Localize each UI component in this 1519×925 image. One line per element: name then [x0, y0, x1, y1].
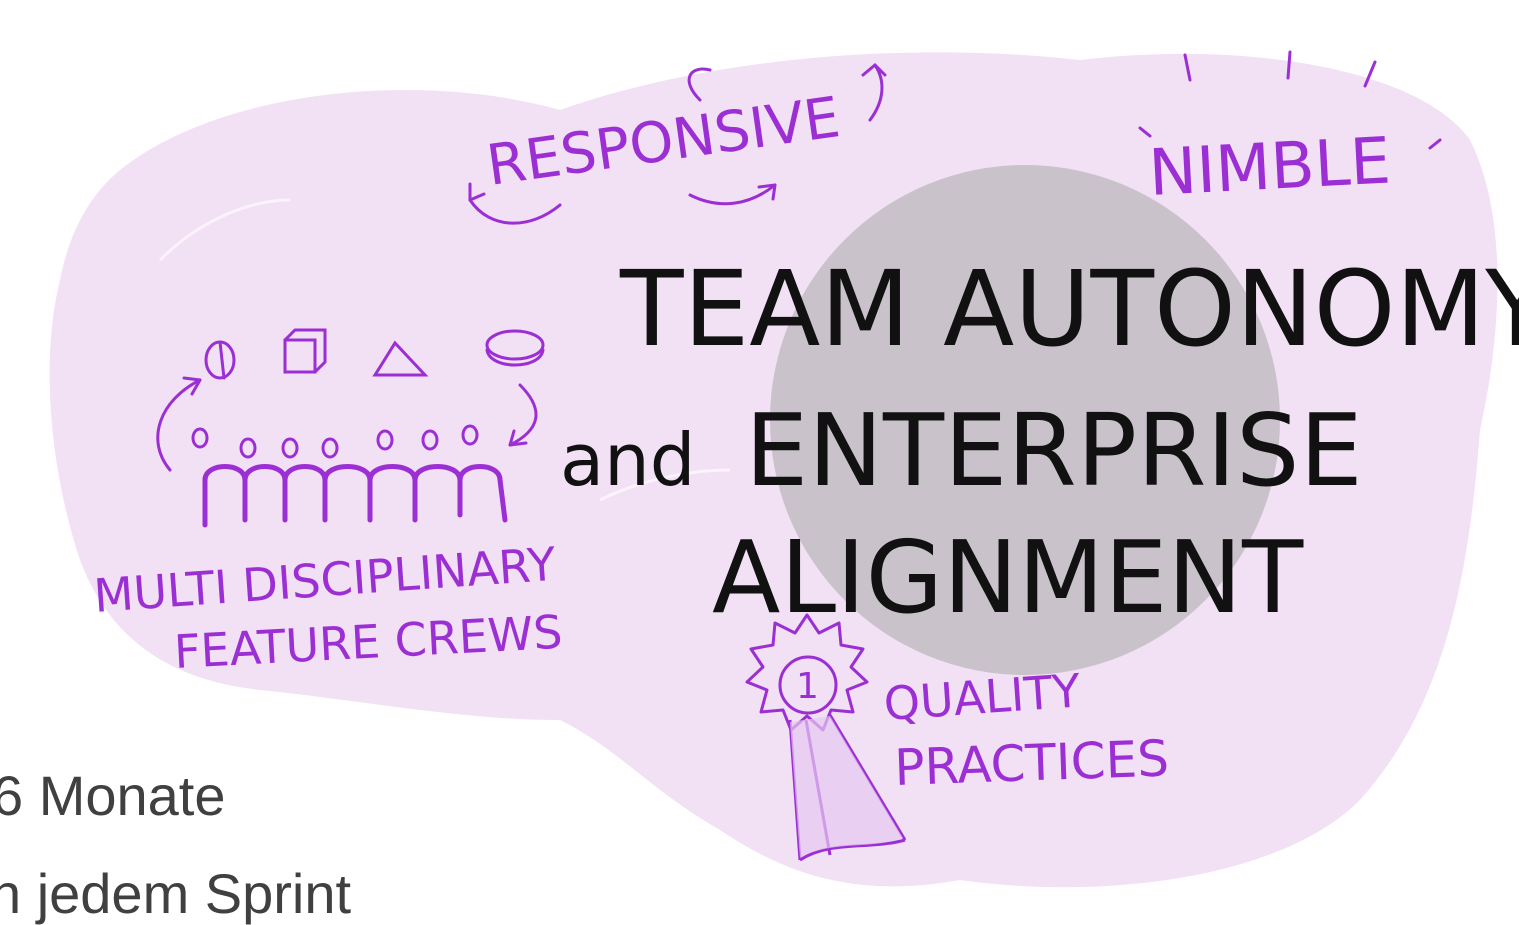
- slide-text-line-1: 6 Monate: [0, 764, 226, 827]
- people-bodies-icon: [202, 464, 508, 528]
- nimble-label: NIMBLE: [1147, 124, 1393, 211]
- team-autonomy-illustration: RESPONSIVE NIMBLE TEAM AUTONOMY and ENTE…: [49, 50, 1519, 888]
- title-line-2: ENTERPRISE: [745, 392, 1363, 509]
- nimble-sparkle-icon: [1138, 50, 1442, 150]
- title-line-2-prefix: and: [560, 418, 695, 502]
- shapes-icon: [204, 328, 545, 380]
- slide-text-line-2: ch jedem Sprint: [0, 862, 352, 925]
- blob-highlight: [158, 198, 291, 262]
- title-line-3: ALIGNMENT: [712, 519, 1304, 636]
- title-line-1: TEAM AUTONOMY: [619, 248, 1519, 370]
- blob-highlight: [599, 468, 731, 502]
- quality-label-line-2: PRACTICES: [893, 729, 1169, 797]
- cycle-arrows-icon: [156, 376, 538, 472]
- responsive-arrows-icon: [468, 63, 887, 225]
- alignment-circle: [770, 165, 1280, 675]
- people-icon: [191, 424, 479, 459]
- rosette-fill: [790, 716, 903, 858]
- rosette-number: 1: [796, 666, 819, 707]
